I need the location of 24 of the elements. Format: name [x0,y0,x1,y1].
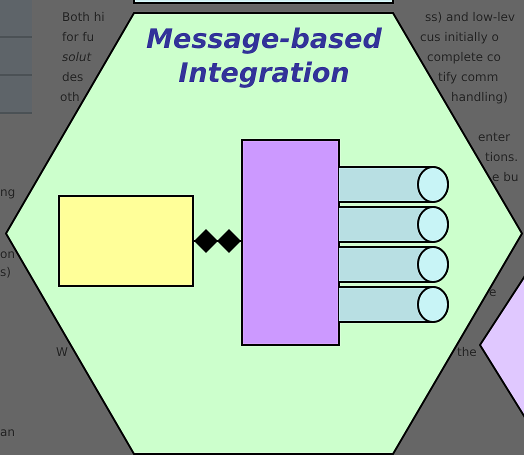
background-text: ng [0,184,16,200]
background-text: des [62,69,84,85]
connector [194,229,241,253]
hexagon-title: Message-based Integration [145,23,383,91]
background-text: complete co [427,49,501,65]
background-text: the [457,344,477,360]
background-text: solut [62,49,92,65]
box [58,195,194,287]
background-text: handling) [451,89,508,105]
background-text: e [489,284,496,300]
background-text: ss) and low-lev [425,9,516,25]
background-text: tions. [485,149,518,165]
background-text: enter [478,129,510,145]
background-text: Both hi [62,9,105,25]
background-text: an [0,424,15,440]
background-text: on [0,246,15,262]
background-text: for fu [62,29,94,45]
background-text: e bu [492,169,518,185]
box [241,139,340,346]
background-text: s) [0,264,11,280]
background-text: cus initially o [420,29,499,45]
background-text: oth [60,89,80,105]
background-text: W [56,344,68,360]
background-text: tify comm [438,69,498,85]
